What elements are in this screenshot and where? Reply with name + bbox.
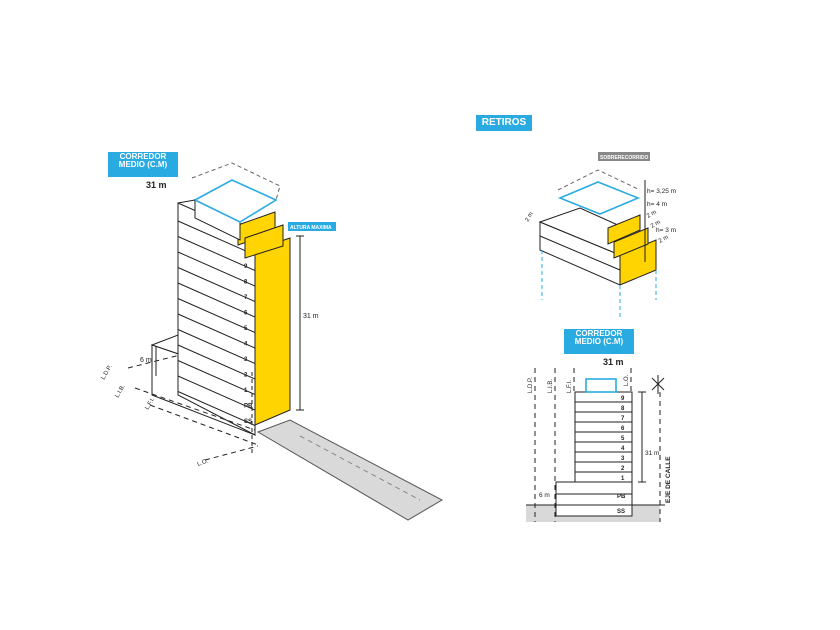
- altura-maxima-label: ALTURA MAXIMA: [290, 225, 332, 231]
- tower-floor-line: [177, 251, 256, 287]
- left-line-lfi: L.F.I.: [145, 396, 157, 411]
- tower-floor-line: [177, 391, 256, 426]
- left-floor-label: 8: [244, 280, 248, 286]
- retiros-2m-a: 2 m: [646, 210, 658, 220]
- tower-floor-line: [177, 313, 256, 349]
- tower-floor-line: [177, 298, 256, 333]
- section-floor-label: 3: [621, 456, 625, 462]
- section-podium: [555, 481, 633, 517]
- retiros-yellow-step2: [613, 227, 649, 259]
- left-corredor-height: 31 m: [146, 180, 167, 190]
- left-floor-label: 3: [244, 357, 248, 363]
- retiros-yellow-step1: [607, 214, 641, 245]
- left-floor-labels: 9 8 7 6 5 4 3 2 1PB SS: [244, 264, 253, 425]
- section-floor-label: 2: [621, 466, 625, 472]
- section-floor-label: 5: [621, 436, 625, 442]
- retiros-isometric: [538, 169, 657, 318]
- retiros-2m-b: 2 m: [650, 220, 662, 230]
- section-dim-31: 31 m: [645, 450, 659, 457]
- tower-floor-lines: [177, 220, 256, 426]
- section-corredor-tag: CORREDOR MEDIO (C.M): [564, 329, 634, 354]
- section-line-ldp: L.D.P.: [528, 377, 534, 393]
- section-floor-label: 7: [621, 416, 625, 422]
- left-floor-label: 2: [244, 373, 248, 379]
- left-isometric-building: [127, 162, 444, 521]
- top-box-roof: [193, 179, 278, 223]
- sobrerecorrido-tag: [598, 152, 650, 161]
- left-corredor-label: CORREDOR MEDIO (C.M): [118, 152, 168, 170]
- retiros-h4: h= 4 m: [647, 201, 667, 208]
- left-floor-label: 5: [244, 326, 248, 332]
- yellow-step-2: [244, 224, 284, 259]
- section-floor-lines: [575, 401, 632, 473]
- section-floor-label: 6: [621, 426, 625, 432]
- section-line-lfi: L.F.I.: [567, 380, 573, 393]
- section-corredor-label: CORREDOR MEDIO (C.M): [574, 329, 624, 347]
- section-floor-label: 8: [621, 406, 625, 412]
- section-corredor-height: 31 m: [603, 357, 624, 367]
- section-floor-label: 1: [621, 476, 625, 482]
- tower-floor-line: [177, 344, 256, 380]
- left-dim-31: 31 m: [303, 313, 319, 320]
- section-floor-label: SS: [617, 509, 625, 515]
- tower-floor-line: [177, 267, 256, 302]
- section-floor-labels: 9 8 7 6 5 4 3 2 1PB SS: [617, 396, 626, 515]
- left-line-ldp: L.D.P.: [101, 364, 114, 381]
- left-floor-label: 7: [244, 295, 248, 301]
- section-top-box: [585, 378, 617, 393]
- retiros-2m-c: 2 m: [658, 235, 670, 245]
- left-floor-label: PB: [244, 404, 253, 410]
- tower-floor-line: [177, 360, 256, 395]
- section-floor-label: 9: [621, 396, 625, 402]
- section-line-lo: L.O.: [624, 374, 630, 386]
- retiros-h325: h= 3,25 m: [647, 188, 676, 195]
- left-line-lib: L.I.B.: [115, 384, 127, 399]
- section-tower: [574, 391, 633, 483]
- left-floor-label: 6: [244, 311, 248, 317]
- retiros-top-box: [557, 181, 641, 215]
- section-floor-label: PB: [617, 494, 626, 500]
- tower-floor-line: [177, 220, 256, 256]
- section-floor-label: 4: [621, 446, 625, 452]
- yellow-front-face: [254, 237, 291, 426]
- left-floor-label: 4: [244, 342, 248, 348]
- tower-floor-line: [177, 375, 256, 411]
- tower-floor-line: [177, 282, 256, 318]
- tower-floor-line: [177, 329, 256, 364]
- left-floor-label: SS: [244, 419, 252, 425]
- sobrerecorrido-label: SOBRERECORRIDO: [600, 155, 648, 161]
- section-dim-6: 6 m: [539, 492, 550, 499]
- left-corredor-tag: CORREDOR MEDIO (C.M): [108, 152, 178, 177]
- left-floor-label: 9: [244, 264, 248, 270]
- altura-maxima-tag: [288, 222, 336, 231]
- retiros-title: RETIROS: [476, 115, 532, 131]
- tower-floor-line: [177, 236, 256, 271]
- left-line-lo: L.O.: [197, 458, 210, 468]
- street-strip: [256, 419, 444, 521]
- section-line-lib: L.I.B.: [548, 379, 554, 393]
- retiros-2m-d: 2 m: [525, 211, 535, 223]
- retiros-h3: h= 3 m: [656, 227, 676, 234]
- eje-de-calle: EJE DE CALLE: [665, 456, 672, 503]
- left-floor-label: 1: [244, 388, 248, 394]
- section-elevation: [526, 368, 665, 522]
- left-dim-6: 6 m: [140, 357, 152, 364]
